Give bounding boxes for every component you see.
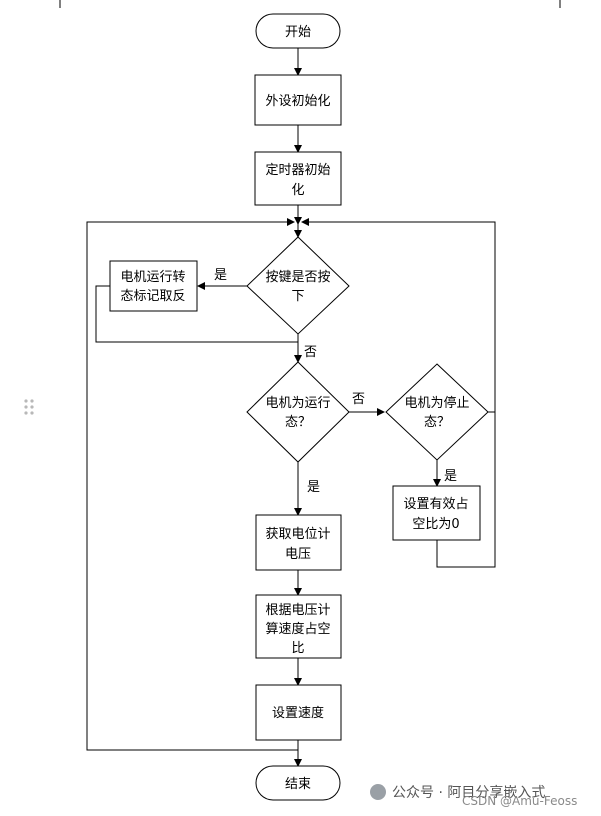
calc-duty-node: 根据电压计 算速度占空 比	[255, 594, 342, 659]
edge-speed-loop	[86, 218, 298, 751]
read-pot-node: 获取电位计 电压	[255, 514, 342, 571]
timer-init-node: 定时器初始 化	[254, 151, 342, 206]
key-yes-label: 是	[214, 268, 227, 283]
set-duty-zero-label-line1: 设置有效占	[403, 497, 468, 512]
calc-duty-label-line1: 根据电压计	[265, 603, 330, 618]
motor-running-label-line1: 电机为运行	[265, 396, 330, 411]
key-pressed-label-line1: 按键是否按	[265, 270, 330, 285]
set-duty-zero-label-line2: 空比为0	[412, 517, 459, 532]
motor-stopped-decision: 电机为停止 态？	[385, 363, 489, 461]
motor-stopped-label-line1: 电机为停止	[404, 395, 469, 411]
wechat-watermark: 公众号 · 阿目分享嵌入式	[370, 782, 545, 802]
timer-init-label-line1: 定时器初始	[265, 163, 330, 178]
read-pot-label-line1: 获取电位计	[265, 527, 330, 542]
key-pressed-decision: 按键是否按 下	[246, 236, 350, 335]
start-node: 开始	[255, 13, 341, 49]
wechat-icon	[370, 784, 386, 800]
csdn-watermark: CSDN @Amu-Feoss	[462, 794, 578, 808]
periph-init-node: 外设初始化	[254, 74, 342, 126]
end-node: 结束	[255, 765, 341, 801]
set-duty-zero-node: 设置有效占 空比为0	[392, 485, 481, 541]
running-no-label: 否	[352, 392, 365, 407]
calc-duty-label-line2: 算速度占空	[265, 621, 330, 637]
toggle-state-label-line1: 电机运行转	[120, 270, 185, 285]
wechat-watermark-text: 公众号 · 阿目分享嵌入式	[392, 785, 546, 801]
motor-running-decision: 电机为运行 态？	[246, 361, 350, 463]
end-label: 结束	[285, 777, 311, 792]
calc-duty-label-line3: 比	[291, 641, 304, 656]
key-no-label: 否	[304, 345, 317, 360]
drag-handle-icon[interactable]	[24, 399, 34, 415]
start-label: 开始	[285, 25, 311, 40]
running-yes-label: 是	[307, 480, 320, 495]
stopped-yes-label: 是	[444, 469, 457, 484]
motor-stopped-label-line2: 态？	[424, 415, 450, 430]
timer-init-label-line2: 化	[291, 183, 304, 198]
toggle-state-label-line2: 态标记取反	[120, 289, 185, 304]
read-pot-label-line2: 电压	[285, 547, 311, 562]
toggle-state-node: 电机运行转 态标记取反	[109, 260, 198, 312]
set-speed-node: 设置速度	[255, 684, 342, 741]
edge-toggle-return	[95, 285, 298, 343]
set-speed-label: 设置速度	[272, 705, 324, 721]
key-pressed-label-line2: 下	[291, 289, 304, 304]
periph-init-label: 外设初始化	[265, 94, 330, 109]
edge-duty-zero-loop	[301, 218, 496, 568]
motor-running-label-line2: 态？	[285, 415, 311, 430]
